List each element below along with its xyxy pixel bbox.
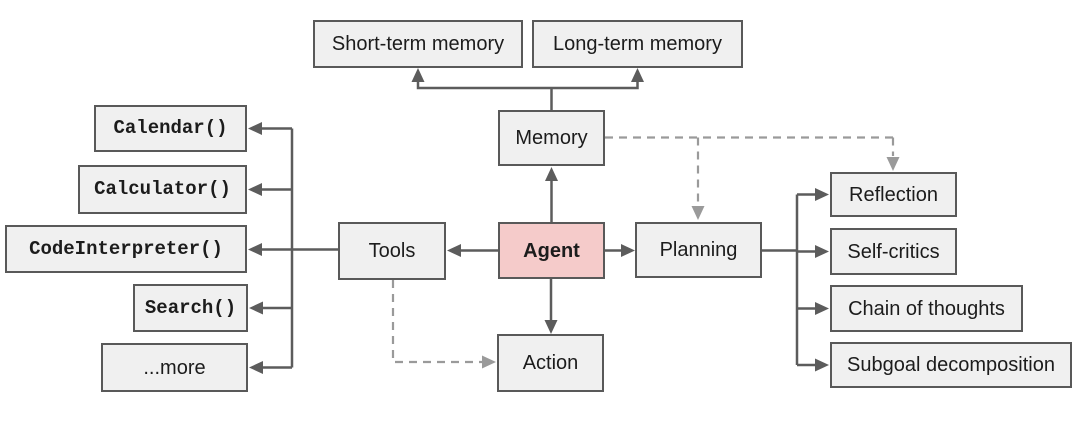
node-calculator: Calculator(): [78, 165, 247, 214]
node-tools: Tools: [338, 222, 446, 280]
node-agent: Agent: [498, 222, 605, 279]
node-reflection: Reflection: [830, 172, 957, 217]
arrowhead-search: [249, 301, 263, 315]
node-short-term-memory: Short-term memory: [313, 20, 523, 68]
arrowhead-short-term: [411, 68, 425, 82]
arrowhead-subgoal: [815, 358, 829, 372]
node-subgoal-decomposition: Subgoal decomposition: [830, 342, 1072, 388]
arrowhead-code-interpreter: [248, 243, 262, 256]
edge-dashed-tools-action: [391, 280, 482, 364]
arrowhead-dashed-reflection: [886, 157, 900, 171]
arrowhead-reflection: [815, 188, 829, 201]
arrowhead-calculator: [248, 183, 262, 196]
node-more: ...more: [101, 343, 248, 392]
node-chain-of-thoughts: Chain of thoughts: [830, 285, 1023, 332]
node-calendar: Calendar(): [94, 105, 247, 152]
arrowhead-chain-of-thoughts: [815, 302, 829, 315]
arrowhead-self-critics: [815, 245, 829, 258]
arrowhead-planning: [621, 244, 635, 257]
node-search: Search(): [133, 284, 248, 332]
node-long-term-memory: Long-term memory: [532, 20, 743, 68]
arrowhead-dashed-action: [482, 355, 496, 369]
arrowhead-action: [544, 320, 558, 334]
arrowhead-more: [249, 361, 263, 374]
arrowhead-tools: [447, 244, 461, 257]
node-self-critics: Self-critics: [830, 228, 957, 275]
node-code-interpreter: CodeInterpreter(): [5, 225, 247, 273]
arrowhead-memory: [545, 167, 558, 181]
node-memory: Memory: [498, 110, 605, 166]
node-planning: Planning: [635, 222, 762, 278]
edge-memory-split: [416, 81, 639, 90]
node-action: Action: [497, 334, 604, 392]
arrowhead-long-term: [631, 68, 644, 82]
arrowhead-calendar: [248, 122, 262, 135]
arrowhead-dashed-planning: [691, 206, 705, 220]
